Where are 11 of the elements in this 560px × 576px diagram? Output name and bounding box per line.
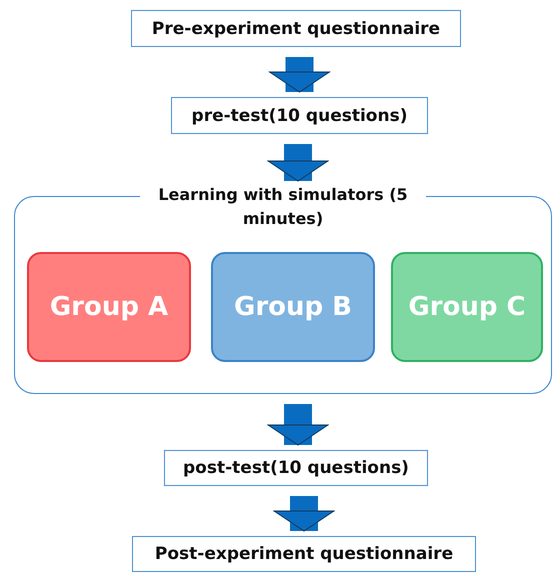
step-box: post-test(10 questions)	[164, 450, 428, 486]
step-box: pre-test(10 questions)	[171, 97, 428, 134]
group-card: Group A	[27, 252, 191, 362]
group-card: Group C	[391, 252, 543, 362]
block-arrow	[269, 57, 330, 92]
block-arrow	[268, 404, 328, 446]
step-box: Pre-experiment questionnaire	[131, 10, 461, 47]
block-arrow	[274, 496, 334, 532]
block-arrow	[268, 144, 328, 182]
group-card: Group B	[211, 252, 375, 362]
step-box: Post-experiment questionnaire	[132, 536, 476, 572]
